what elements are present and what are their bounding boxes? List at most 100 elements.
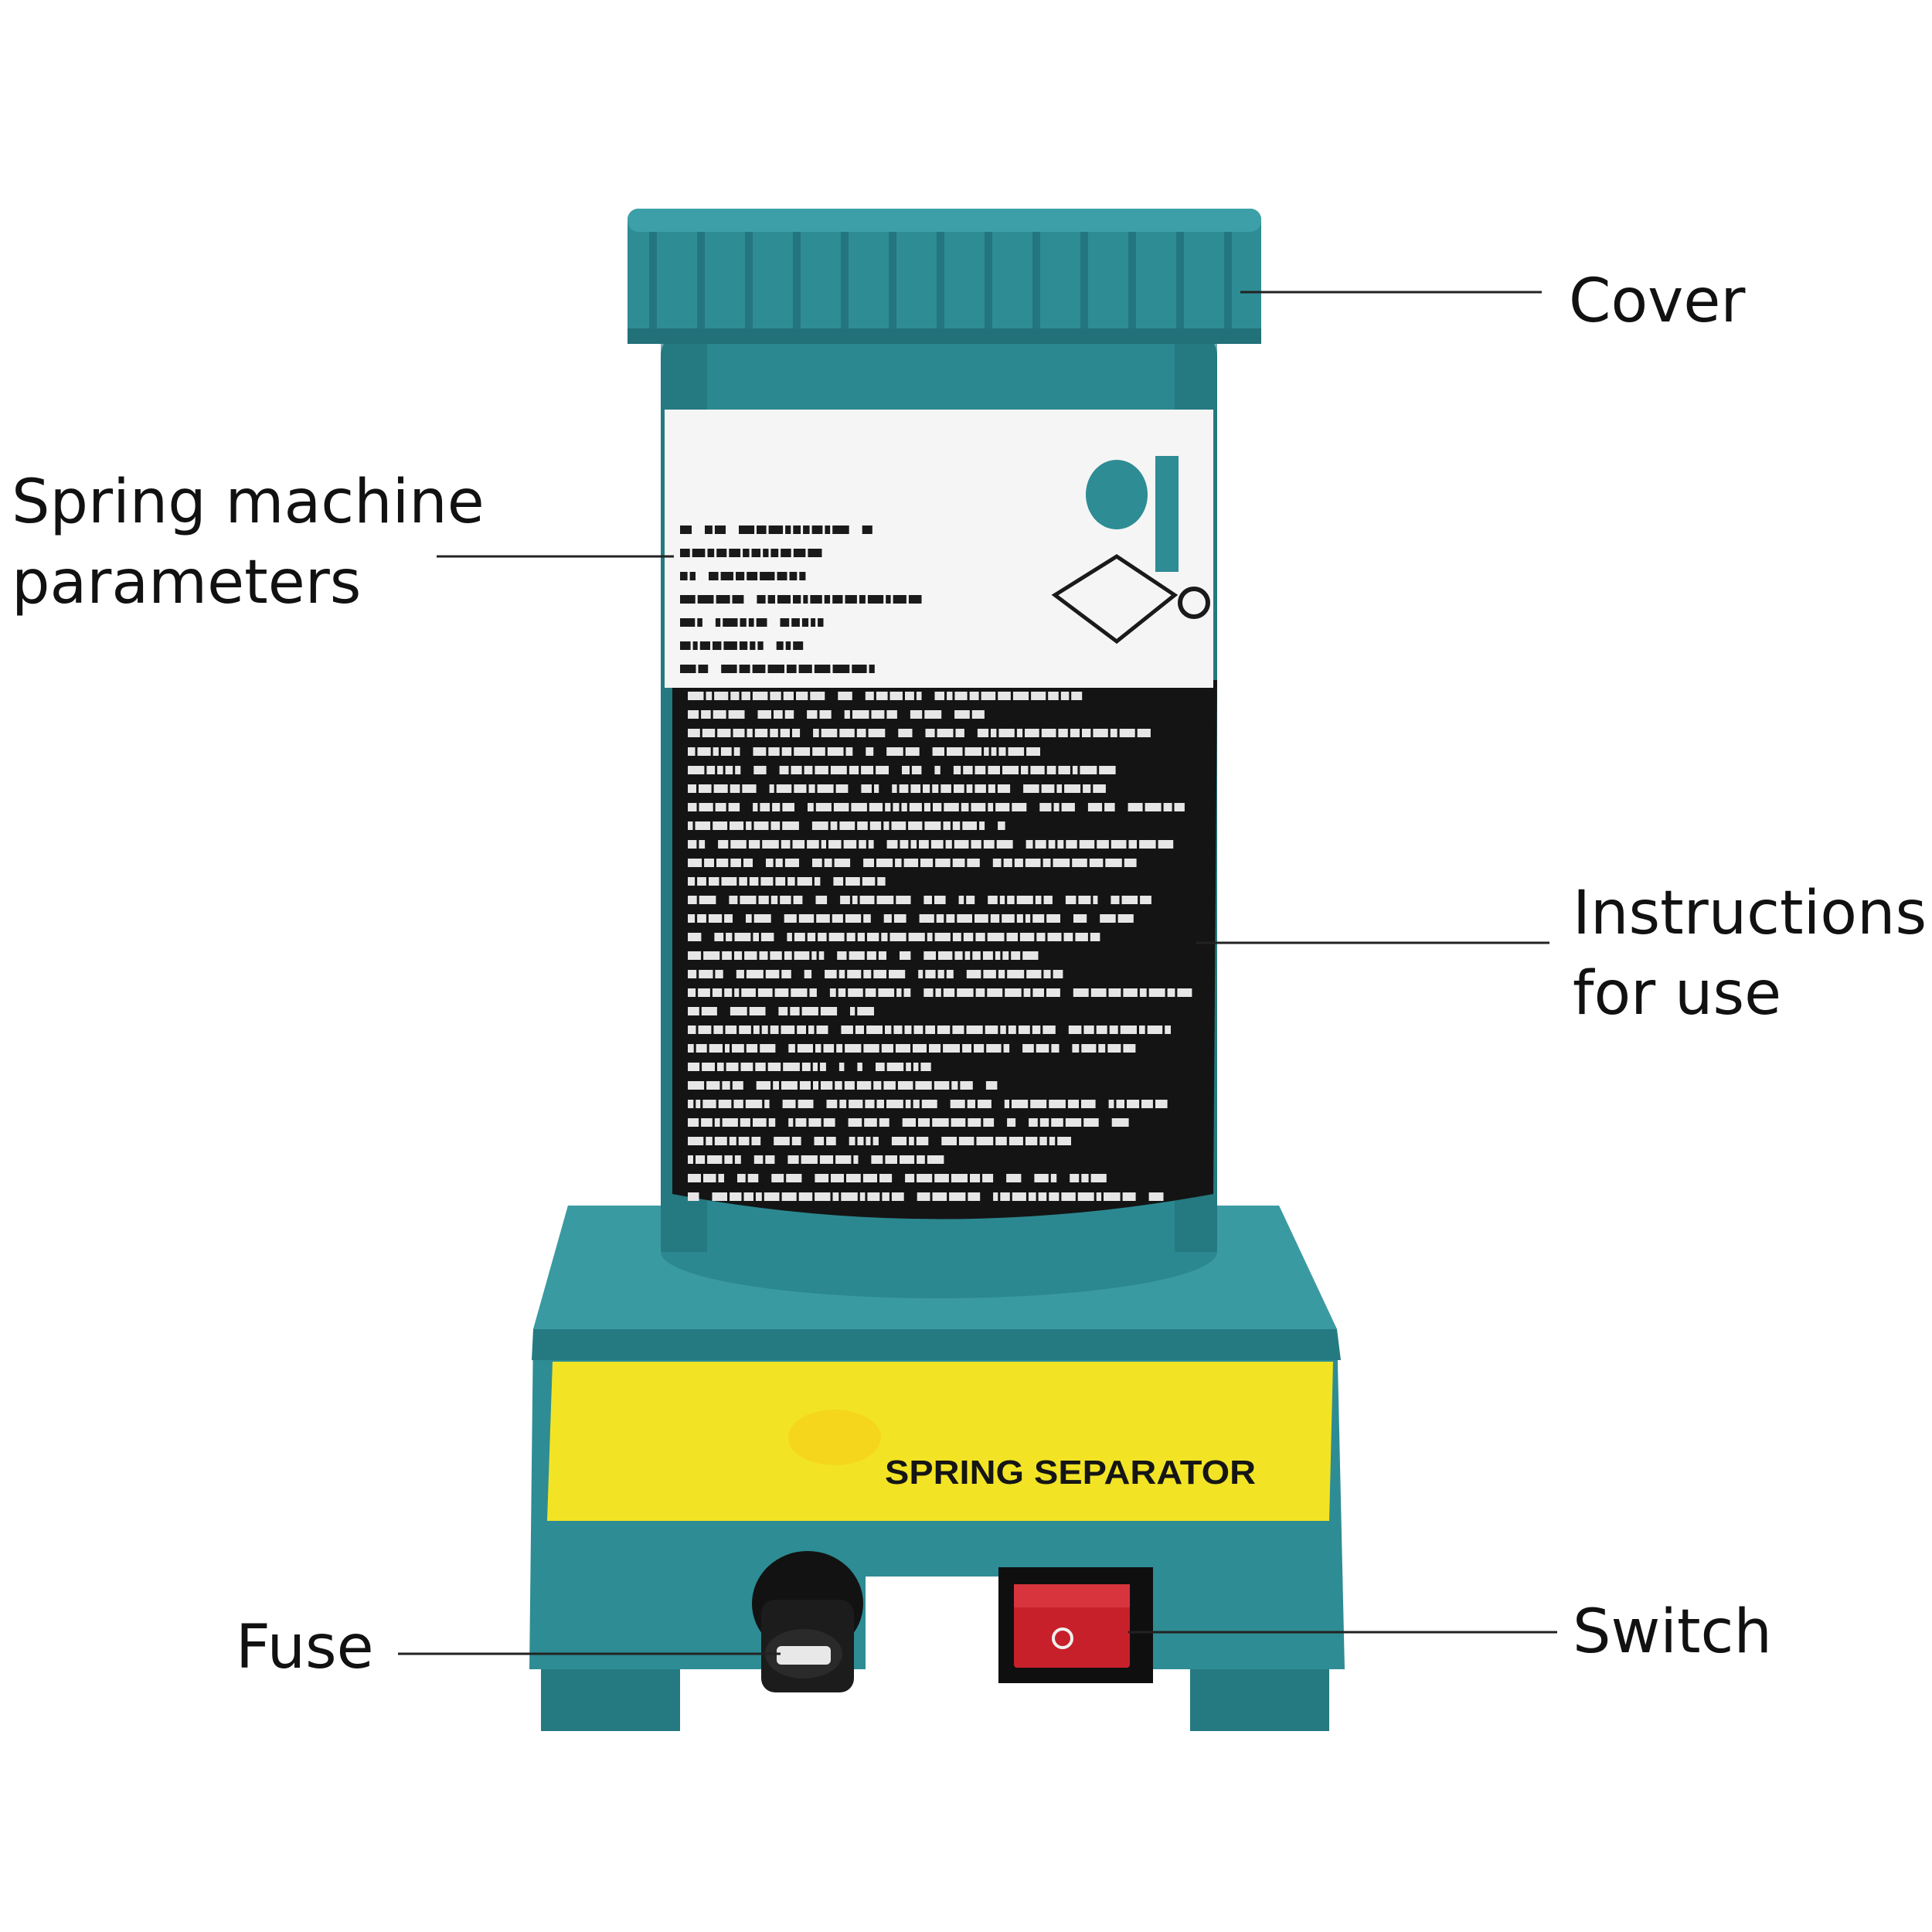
- print-mark: [999, 896, 1005, 904]
- print-mark: [746, 821, 752, 830]
- print-mark: [724, 914, 733, 923]
- print-mark: [830, 766, 847, 774]
- print-mark: [811, 951, 817, 960]
- print-mark: [702, 1063, 715, 1071]
- print-mark: [935, 988, 941, 997]
- print-mark: [848, 988, 863, 997]
- print-mark: [786, 665, 797, 673]
- print-mark: [1039, 803, 1052, 811]
- print-mark: [961, 803, 969, 811]
- print-mark: [755, 1192, 762, 1201]
- print-mark: [688, 1174, 701, 1182]
- print-mark: [758, 896, 769, 904]
- cover-ridge: [889, 232, 896, 328]
- print-mark: [863, 1044, 879, 1053]
- print-mark: [763, 549, 769, 557]
- print-mark: [859, 595, 866, 604]
- print-mark: [978, 1100, 992, 1108]
- print-mark: [1025, 1137, 1038, 1145]
- print-mark: [739, 526, 755, 534]
- print-mark: [726, 1063, 739, 1071]
- print-mark: [835, 1081, 842, 1090]
- print-mark: [940, 784, 951, 793]
- print-mark: [713, 710, 726, 719]
- print-mark: [1128, 840, 1137, 849]
- print-mark: [775, 877, 786, 886]
- print-mark: [1099, 766, 1116, 774]
- cover-ridge: [697, 232, 705, 328]
- print-mark: [713, 747, 719, 756]
- print-mark: [1087, 803, 1103, 811]
- print-mark: [1030, 1100, 1047, 1108]
- print-mark: [874, 784, 879, 793]
- print-mark: [771, 1174, 784, 1182]
- print-mark: [986, 1044, 1002, 1053]
- print-mark: [1081, 1100, 1096, 1108]
- print-mark: [797, 877, 812, 886]
- print-mark: [1038, 1192, 1047, 1201]
- print-mark: [714, 933, 724, 941]
- print-mark: [781, 1192, 797, 1201]
- print-mark: [850, 1007, 855, 1015]
- print-mark: [950, 1100, 965, 1108]
- print-mark: [688, 859, 702, 867]
- print-mark: [716, 549, 727, 557]
- front-label-text: SPRING SEPARATOR: [885, 1454, 1256, 1492]
- print-mark: [1063, 933, 1073, 941]
- print-mark: [820, 1063, 826, 1071]
- print-mark: [770, 951, 782, 960]
- print-mark: [680, 595, 696, 604]
- print-mark: [943, 821, 951, 830]
- print-mark: [769, 784, 774, 793]
- callout-cover: Cover: [1569, 261, 1745, 342]
- front-label: [547, 1362, 1333, 1521]
- print-mark: [760, 1044, 776, 1053]
- print-mark: [896, 988, 902, 997]
- print-mark: [966, 970, 981, 978]
- print-mark: [876, 1063, 885, 1071]
- print-mark: [752, 665, 766, 673]
- print-mark: [1003, 859, 1012, 867]
- print-mark: [1096, 1026, 1107, 1034]
- print-mark: [909, 1137, 914, 1145]
- print-mark: [1177, 988, 1192, 997]
- print-mark: [707, 549, 715, 557]
- print-mark: [878, 951, 886, 960]
- print-mark: [998, 729, 1015, 737]
- print-mark: [792, 840, 805, 849]
- print-mark: [801, 1063, 811, 1071]
- print-mark: [733, 1100, 743, 1108]
- cover: [628, 209, 1261, 344]
- print-mark: [814, 877, 821, 886]
- print-mark: [1123, 1044, 1136, 1053]
- cover-ridge: [649, 232, 657, 328]
- print-mark: [853, 1155, 859, 1164]
- print-mark: [1056, 784, 1063, 793]
- print-mark: [833, 877, 844, 886]
- print-mark: [733, 729, 745, 737]
- print-mark: [706, 1137, 713, 1145]
- print-mark: [851, 803, 867, 811]
- print-mark: [869, 665, 875, 673]
- print-mark: [689, 572, 696, 580]
- print-mark: [919, 914, 934, 923]
- callout-switch-line: Switch: [1573, 1597, 1772, 1667]
- print-mark: [688, 1137, 704, 1145]
- print-mark: [1046, 766, 1056, 774]
- print-mark: [967, 859, 980, 867]
- print-mark: [954, 784, 964, 793]
- print-mark: [1137, 729, 1151, 737]
- print-mark: [760, 933, 774, 941]
- print-mark: [876, 692, 888, 700]
- print-mark: [741, 692, 750, 700]
- print-mark: [1057, 1137, 1071, 1145]
- callout-parameters-line: parameters: [12, 548, 362, 617]
- print-mark: [839, 1100, 847, 1108]
- print-mark: [688, 914, 696, 923]
- print-mark: [844, 1081, 855, 1090]
- print-mark: [932, 1118, 949, 1127]
- print-mark: [744, 951, 757, 960]
- print-mark: [845, 747, 853, 756]
- print-mark: [966, 1026, 983, 1034]
- print-mark: [975, 766, 986, 774]
